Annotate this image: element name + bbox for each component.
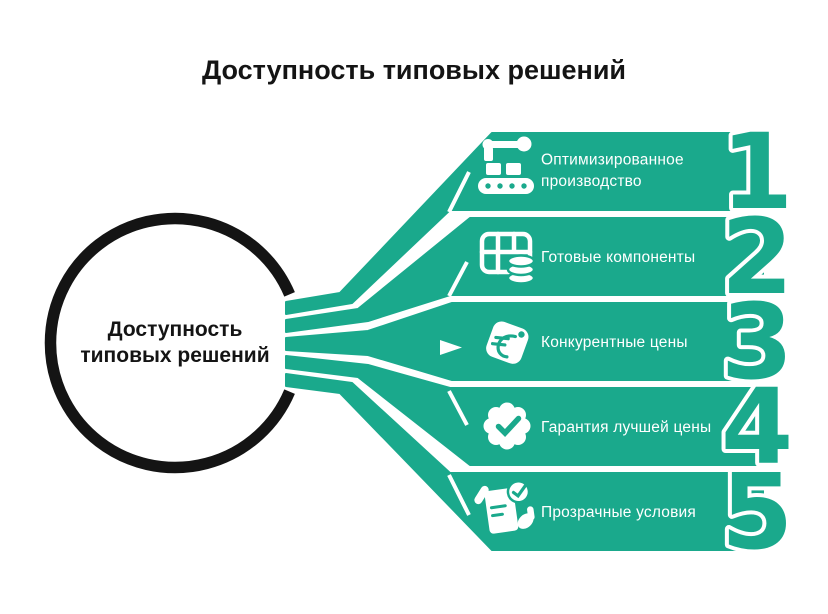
hub-label-line2: типовых решений	[80, 344, 269, 367]
step-2-number: 2	[721, 196, 793, 318]
hub-label-line1: Доступность	[108, 318, 243, 341]
document-check-icon	[474, 480, 535, 534]
badge-check-icon	[483, 402, 531, 450]
step-3-number: 3	[721, 281, 793, 403]
step-1-label-line1: Оптимизированное	[541, 152, 684, 169]
step-4: Гарантия лучшей цены 4	[285, 355, 797, 492]
step-5-joint-line	[447, 474, 471, 516]
step-2: Готовые компоненты 2	[285, 192, 797, 333]
step-1: Оптимизированное производство 1	[285, 107, 797, 315]
hub-circle-ring	[44, 212, 295, 474]
step-1-ribbon-banner	[285, 132, 764, 315]
page-title: Доступность типовых решений	[202, 55, 626, 85]
step-4-joint-line	[447, 390, 469, 426]
step-5-label-line1: Прозрачные условия	[541, 504, 696, 521]
price-tag-icon	[486, 321, 529, 364]
step-2-label-line1: Готовые компоненты	[541, 249, 695, 266]
step-1-joint-line	[447, 171, 471, 213]
step-5: Прозрачные условия 5	[285, 373, 797, 577]
step-4-number: 4	[721, 366, 793, 488]
step-1-number: 1	[721, 111, 793, 233]
hub-circle: Доступность типовых решений	[44, 212, 295, 474]
step-5-number: 5	[721, 451, 793, 573]
step-3: Конкурентные цены 3	[285, 277, 797, 407]
components-table-coins-icon	[479, 231, 536, 285]
step-2-joint-line	[447, 261, 469, 297]
step-4-label-line1: Гарантия лучшей цены	[541, 419, 711, 436]
step-1-label-line2: производство	[541, 173, 642, 190]
step-5-ribbon-banner	[285, 373, 764, 551]
step-3-joint-notch	[440, 340, 462, 355]
step-3-label-line1: Конкурентные цены	[541, 334, 688, 351]
robot-arm-conveyor-icon	[478, 136, 534, 194]
